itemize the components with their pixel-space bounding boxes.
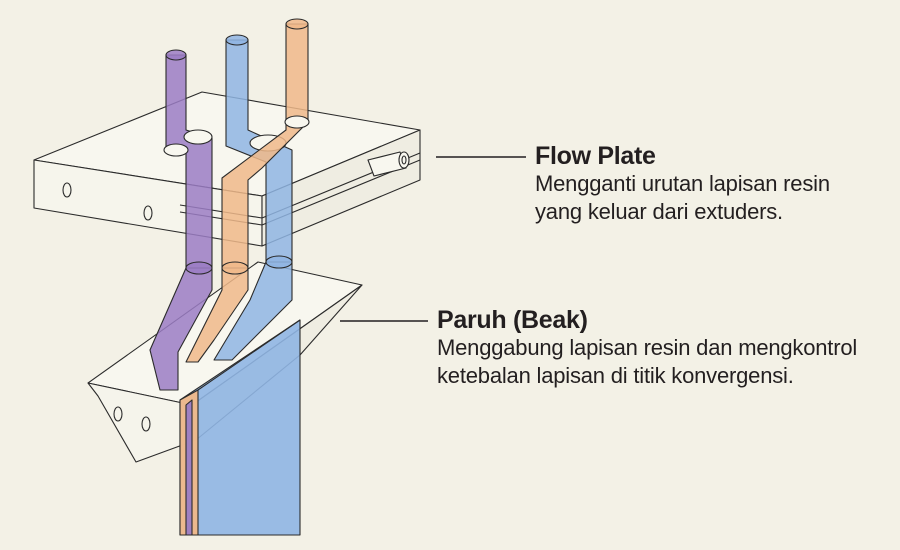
- beak-desc-line2: ketebalan lapisan di titik konvergensi.: [437, 363, 794, 388]
- orange-resin-channel: [185, 18, 310, 363]
- bolt-hole: [141, 416, 151, 432]
- beak-desc-line1: Menggabung lapisan resin dan mengkontrol: [437, 335, 858, 360]
- adjust-screw: [367, 151, 410, 177]
- beak-title: Paruh (Beak): [437, 306, 588, 334]
- flow-plate-desc-line1: Mengganti urutan lapisan resin: [535, 171, 830, 196]
- bolt-hole: [113, 406, 123, 422]
- bolt-hole: [62, 182, 72, 198]
- flow-plate-label: Flow Plate Mengganti urutan lapisan resi…: [535, 142, 830, 226]
- beak-label: Paruh (Beak) Menggabung lapisan resin da…: [437, 306, 887, 390]
- flow-plate-desc-line2: yang keluar dari extuders.: [535, 199, 783, 224]
- combined-resin-output: [179, 319, 301, 536]
- flow-plate-title: Flow Plate: [535, 142, 656, 170]
- bolt-hole: [143, 205, 153, 221]
